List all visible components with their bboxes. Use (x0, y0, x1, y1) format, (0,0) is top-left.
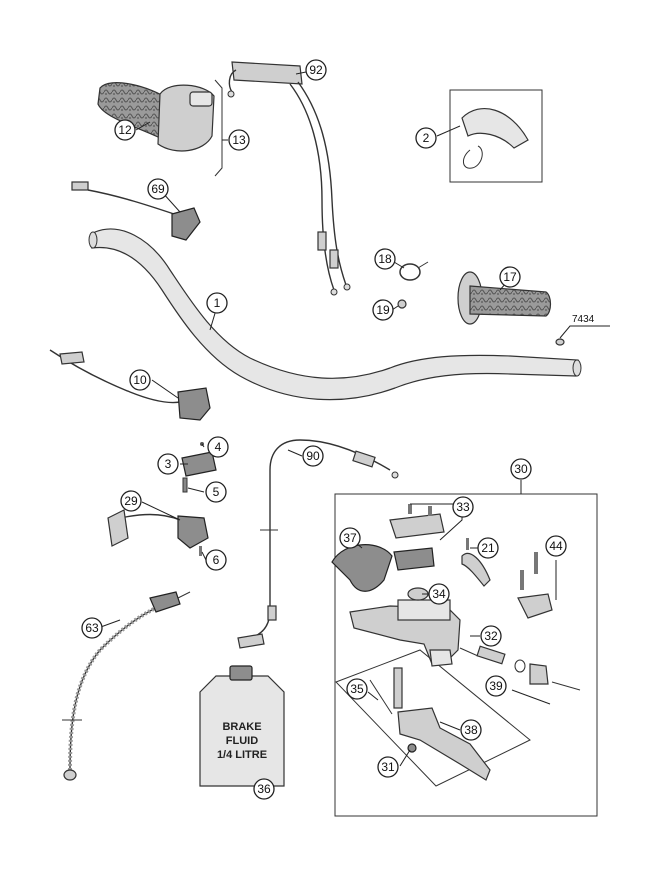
svg-text:29: 29 (124, 494, 138, 508)
svg-text:33: 33 (456, 500, 470, 514)
callout-90: 90 (302, 445, 324, 467)
pivot-pin-35 (369, 667, 403, 715)
part-6-screw (199, 546, 202, 556)
nut-19 (397, 299, 407, 309)
throttle-grip (97, 79, 223, 177)
callout-38: 38 (460, 719, 482, 741)
svg-text:17: 17 (503, 270, 517, 284)
svg-text:31: 31 (381, 760, 395, 774)
svg-text:44: 44 (549, 539, 563, 553)
callout-12: 12 (114, 119, 136, 141)
bottle-label-line1: BRAKE (222, 721, 261, 733)
svg-text:36: 36 (257, 782, 271, 796)
svg-text:10: 10 (133, 373, 147, 387)
svg-text:34: 34 (432, 587, 446, 601)
svg-text:19: 19 (376, 303, 390, 317)
switch-10 (49, 349, 211, 421)
callout-10: 10 (129, 369, 151, 391)
callout-30: 30 (510, 458, 532, 480)
svg-text:35: 35 (350, 682, 364, 696)
callout-44: 44 (545, 535, 567, 557)
callout-5: 5 (205, 481, 227, 503)
callout-18: 18 (374, 248, 396, 270)
cable-90 (237, 439, 399, 649)
svg-text:32: 32 (484, 629, 498, 643)
callout-6: 6 (205, 549, 227, 571)
left-grip (457, 271, 552, 325)
callout-3: 3 (157, 453, 179, 475)
svg-text:13: 13 (232, 133, 246, 147)
cover-kit (449, 89, 543, 183)
callout-92: 92 (305, 59, 327, 81)
master-cylinder (349, 599, 461, 667)
callout-19: 19 (372, 299, 394, 321)
sensor-cable-63 (62, 591, 191, 781)
adjuster-39 (511, 663, 581, 705)
clamp-18 (399, 261, 429, 281)
svg-text:30: 30 (514, 462, 528, 476)
svg-text:21: 21 (481, 541, 495, 555)
callout-21: 21 (477, 537, 499, 559)
bottle-label-line3: 1/4 LITRE (217, 749, 267, 761)
callout-34: 34 (428, 583, 450, 605)
switch-29 (107, 509, 209, 549)
piston-32 (459, 645, 526, 673)
callout-32: 32 (480, 625, 502, 647)
callout-29: 29 (120, 490, 142, 512)
handlebar (88, 228, 582, 401)
svg-text:18: 18 (378, 252, 392, 266)
svg-text:37: 37 (343, 531, 357, 545)
callout-4: 4 (207, 436, 229, 458)
svg-text:69: 69 (151, 182, 165, 196)
brake-lever-38 (397, 707, 491, 781)
svg-text:12: 12 (118, 123, 132, 137)
svg-text:39: 39 (489, 679, 503, 693)
callout-37: 37 (339, 527, 361, 549)
callout-36: 36 (253, 778, 275, 800)
svg-text:63: 63 (85, 621, 99, 635)
throttle-cables (227, 61, 351, 296)
svg-text:2: 2 (423, 131, 430, 145)
end-cap-7434 (555, 325, 610, 346)
callout-1: 1 (206, 292, 228, 314)
callout-2: 2 (415, 127, 437, 149)
switch-69 (71, 181, 201, 241)
callout-35: 35 (346, 678, 368, 700)
part-21 (461, 538, 491, 587)
svg-text:38: 38 (464, 723, 478, 737)
callout-17: 17 (499, 266, 521, 288)
ref-label-7434: 7434 (572, 314, 595, 325)
svg-text:6: 6 (213, 553, 220, 567)
svg-text:5: 5 (213, 485, 220, 499)
clamp-44 (517, 552, 557, 619)
callout-33: 33 (452, 496, 474, 518)
reservoir-cap (389, 503, 463, 571)
part-5-bolt (182, 477, 188, 493)
svg-text:3: 3 (165, 457, 172, 471)
svg-text:4: 4 (215, 440, 222, 454)
brake-fluid-bottle: BRAKE FLUID 1/4 LITRE (199, 665, 285, 787)
svg-text:1: 1 (214, 296, 221, 310)
callout-31: 31 (377, 756, 399, 778)
brake-subassembly-frame (335, 649, 531, 787)
callout-39: 39 (485, 675, 507, 697)
svg-text:90: 90 (306, 449, 320, 463)
callout-63: 63 (81, 617, 103, 639)
callout-13: 13 (228, 129, 250, 151)
bottle-label-line2: FLUID (226, 735, 258, 747)
part-3-clamp (181, 451, 217, 477)
svg-text:92: 92 (309, 63, 323, 77)
callout-69: 69 (147, 178, 169, 200)
